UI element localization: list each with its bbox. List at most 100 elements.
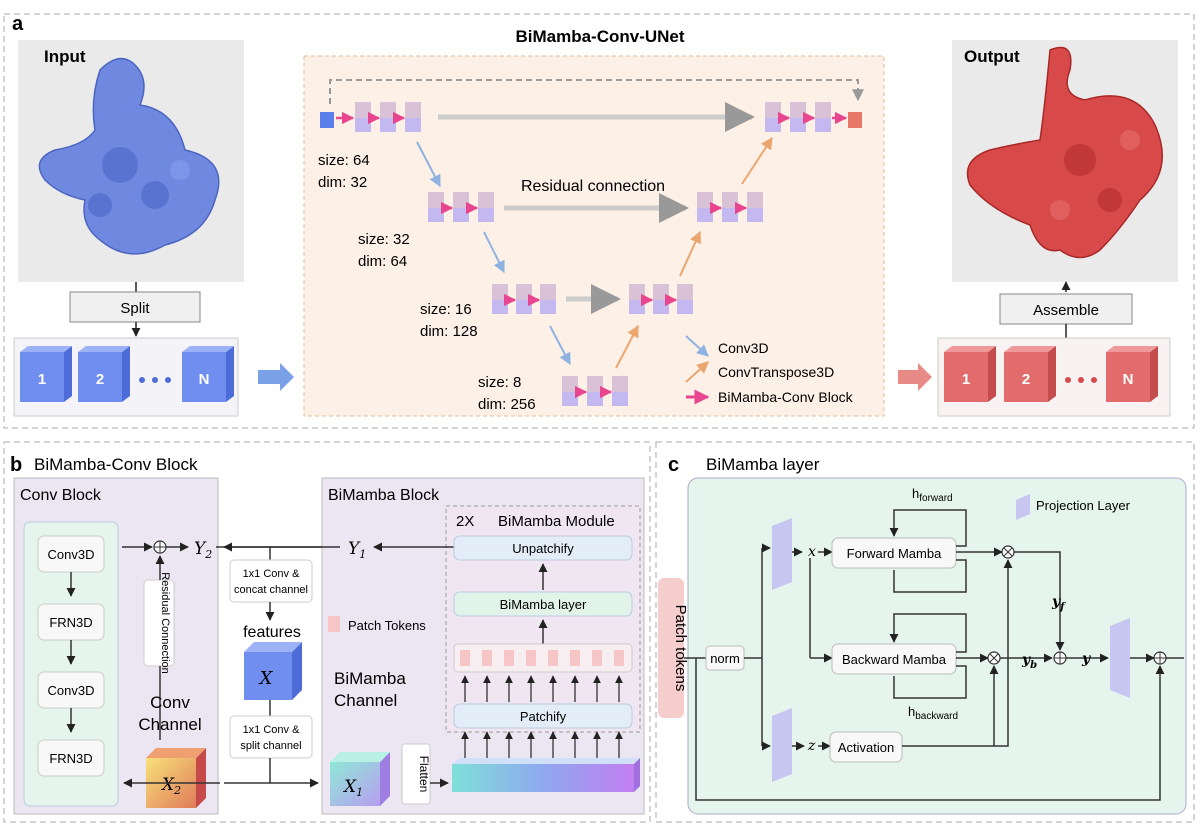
- conv-item-3: Conv3D: [37, 671, 105, 709]
- output-ellipsis: [1065, 377, 1097, 383]
- input-cube-2: 2: [78, 346, 130, 402]
- legend-block: BiMamba-Conv Block: [718, 389, 854, 405]
- panel-c: c BiMamba layer Patch tokens norm x Forw…: [655, 441, 1195, 823]
- z-label: z: [807, 738, 816, 754]
- forward-mamba-label: Forward Mamba: [847, 546, 942, 561]
- panel-a: a Input Split 1 2 N: [3, 13, 1195, 429]
- patchify-label: Patchify: [520, 709, 567, 724]
- legend-convtranspose: ConvTranspose3D: [718, 364, 834, 380]
- encoder-level-2: [428, 192, 494, 222]
- concat-label-2: concat channel: [234, 584, 308, 596]
- bimamba-layer-box: [453, 591, 633, 617]
- conv-channel-line2: Channel: [138, 715, 201, 734]
- y-label: y: [1081, 651, 1091, 667]
- panel-b: b BiMamba-Conv Block Conv Block Conv3D F…: [3, 441, 651, 823]
- features-cube: X: [244, 642, 302, 700]
- input-small-cube: [320, 112, 334, 128]
- output-density-map: [966, 46, 1163, 259]
- panel-a-border: [3, 13, 1195, 429]
- yf-label: yf: [1051, 594, 1066, 613]
- level-1-dim: dim: 32: [318, 174, 367, 191]
- residual-box: [143, 579, 175, 667]
- panel-c-title: BiMamba layer: [706, 455, 820, 474]
- conv-item-4-label: FRN3D: [49, 751, 92, 766]
- unpatchify-box: [453, 535, 633, 561]
- residual-connection-text: Residual Connection: [159, 572, 171, 674]
- convtranspose-up-3: [615, 324, 639, 369]
- input-cube-1: 1: [20, 346, 72, 402]
- conv-item-1-label: Conv3D: [48, 547, 95, 562]
- encoder-level-1: [336, 102, 421, 132]
- level-3-size: size: 16: [420, 301, 472, 318]
- patch-token-row: [453, 643, 633, 673]
- flatten-box: [401, 743, 431, 805]
- split-box: [69, 291, 201, 323]
- unet-to-output-arrow: [898, 363, 932, 391]
- norm-label: norm: [710, 651, 740, 666]
- conv3d-down-1: [416, 141, 441, 188]
- output-cube-n: N: [1106, 346, 1158, 402]
- patch-arrows: [461, 675, 623, 702]
- add-op-b: [153, 540, 167, 554]
- h-forward-label: hforward: [912, 486, 953, 504]
- y1-label: Y1: [348, 539, 366, 561]
- add-op-c2: [1153, 651, 1167, 665]
- input-cube-n-label: N: [199, 371, 210, 388]
- input-ellipsis: [139, 377, 171, 383]
- projection-layer-x: [772, 518, 792, 590]
- output-cube-1: 1: [944, 346, 996, 402]
- flatten-label: Flatten: [417, 756, 431, 793]
- features-x: X: [258, 668, 274, 689]
- x1-label: X1: [342, 777, 363, 799]
- concat-label-1: 1x1 Conv &: [243, 568, 301, 580]
- input-cube-2-label: 2: [96, 371, 104, 388]
- assemble-box: [999, 293, 1133, 325]
- multiply-op-forward: [1001, 545, 1015, 559]
- convtranspose-up-1: [741, 136, 773, 185]
- input-density-map: [38, 57, 220, 255]
- projection-layer-z: [772, 708, 792, 782]
- output-cube-1-label: 1: [962, 371, 970, 388]
- unpatchify-label: Unpatchify: [512, 541, 574, 556]
- decoder-level-3: [629, 284, 693, 314]
- projection-legend: Projection Layer: [1036, 498, 1131, 513]
- bimamba-layer-label: BiMamba layer: [500, 597, 587, 612]
- patch-tokens-legend: Patch Tokens: [348, 618, 426, 633]
- split-label: Split: [120, 300, 150, 317]
- concat-box: [229, 559, 313, 603]
- convtranspose-up-2: [679, 230, 701, 277]
- conv-item-2: FRN3D: [37, 603, 105, 641]
- bimamba-block-title: BiMamba Block: [328, 487, 440, 504]
- bimamba-label-line1: BiMamba: [334, 669, 406, 688]
- output-cube-2: 2: [1004, 346, 1056, 402]
- unet-title: BiMamba-Conv-UNet: [515, 27, 684, 46]
- output-cube-2-label: 2: [1022, 371, 1030, 388]
- add-op-c1: [1053, 651, 1067, 665]
- output-cube-n-label: N: [1123, 371, 1134, 388]
- module-title: BiMamba Module: [498, 513, 615, 530]
- patch-token-legend-swatch: [328, 616, 340, 632]
- yb-label: yb: [1021, 652, 1037, 671]
- panel-b-title: BiMamba-Conv Block: [34, 455, 198, 474]
- x2-cube: X2: [146, 748, 206, 808]
- backward-mamba-label: Backward Mamba: [842, 652, 947, 667]
- patchify-box: [453, 703, 633, 729]
- unet-legend: Conv3D ConvTranspose3D BiMamba-Conv Bloc…: [685, 335, 854, 405]
- input-to-unet-arrow: [258, 363, 294, 391]
- input-label: Input: [44, 47, 86, 66]
- decoder-level-1: [765, 102, 848, 132]
- residual-connection-label: Residual connection: [521, 178, 665, 195]
- conv3d-down-2: [483, 231, 505, 274]
- conv-block-title: Conv Block: [20, 487, 102, 504]
- conv3d-down-3: [549, 325, 571, 366]
- panel-a-letter: a: [12, 13, 24, 35]
- x1-cube: X1: [330, 752, 390, 806]
- module-repeat: 2X: [456, 513, 474, 530]
- panel-c-border: [655, 441, 1195, 823]
- h-backward-label: hbackward: [908, 704, 958, 722]
- patch-tokens: [460, 650, 624, 666]
- y2-label: Y2: [194, 539, 212, 561]
- features-label: features: [243, 624, 301, 641]
- multiply-op-backward: [987, 651, 1001, 665]
